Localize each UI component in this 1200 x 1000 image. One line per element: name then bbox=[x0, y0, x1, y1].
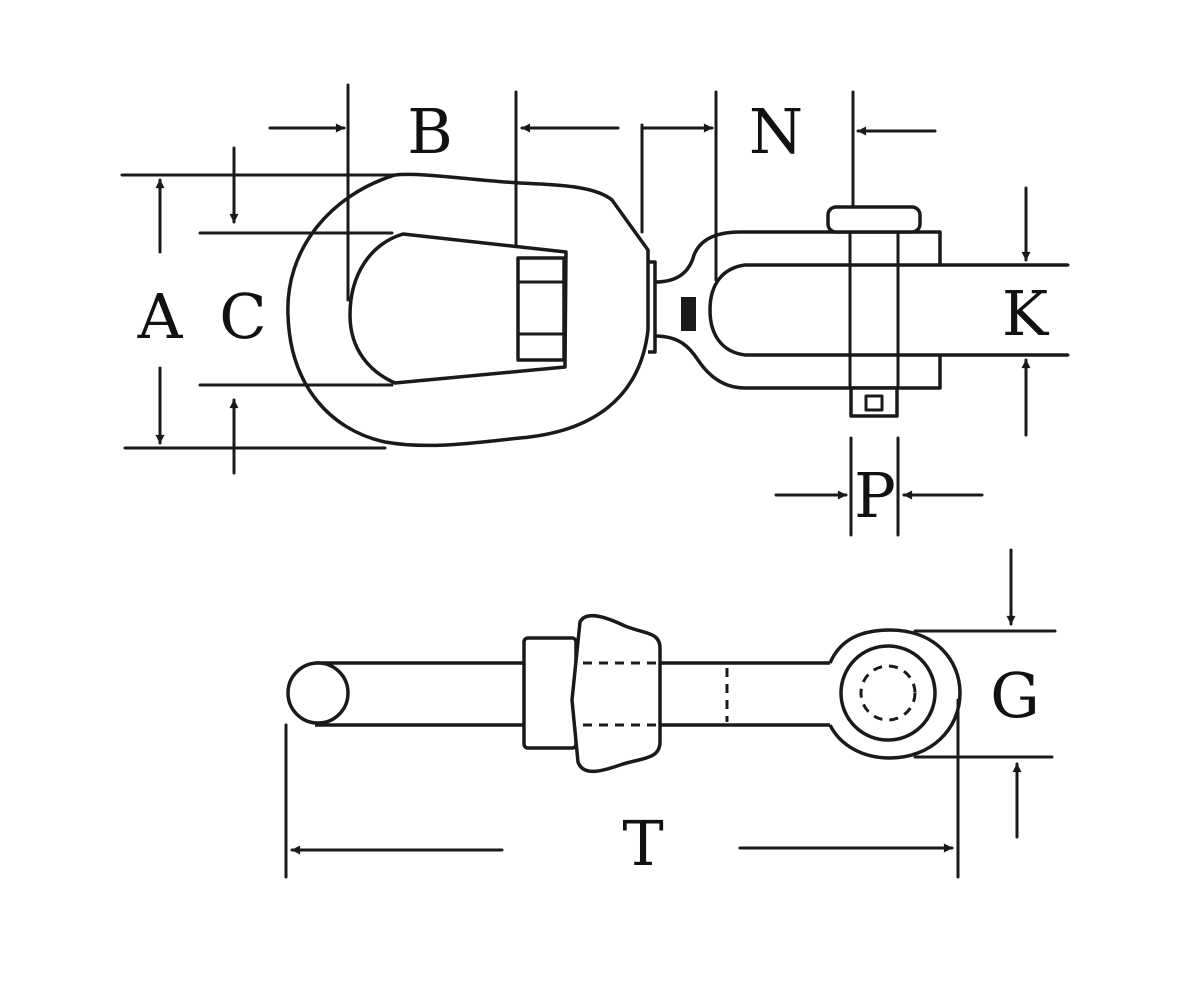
top-view: A C B N K P bbox=[120, 83, 1070, 537]
label-k: K bbox=[1002, 277, 1050, 350]
label-p: P bbox=[854, 459, 896, 532]
label-t: T bbox=[622, 807, 663, 880]
nut-block bbox=[516, 256, 566, 362]
swivel-neck bbox=[648, 260, 657, 354]
label-g: G bbox=[990, 659, 1040, 732]
label-n: N bbox=[749, 95, 803, 168]
side-collar bbox=[570, 613, 662, 774]
label-b: B bbox=[407, 95, 453, 168]
neck-mark bbox=[681, 297, 696, 331]
shank-end bbox=[286, 661, 350, 725]
eye-outer-outline bbox=[286, 172, 650, 448]
label-a: A bbox=[137, 280, 184, 353]
side-eye-hole bbox=[859, 664, 917, 722]
label-c: C bbox=[219, 280, 266, 353]
side-view: G T bbox=[284, 548, 1057, 880]
side-eye-ring bbox=[839, 644, 937, 742]
eye-inner-outline bbox=[348, 232, 568, 385]
side-eye-outer bbox=[828, 628, 962, 760]
side-nut bbox=[522, 636, 578, 750]
pin-head bbox=[826, 205, 922, 234]
jaw-slot bbox=[708, 263, 1068, 357]
pin-tail bbox=[849, 386, 899, 418]
